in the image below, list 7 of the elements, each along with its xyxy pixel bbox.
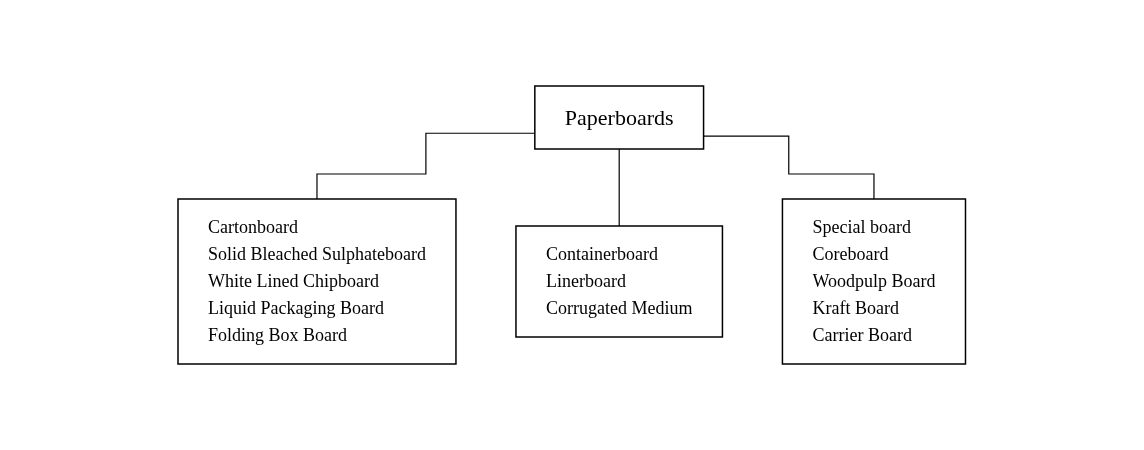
- node-box: Cartonboard Solid Bleached Sulphateboard White Lined Chipboard Liquid Packaging Board Folding Box Board: [177, 198, 457, 365]
- connector: [703, 135, 875, 200]
- node-box: Containerboard Linerboard Corrugated Medium: [515, 225, 724, 338]
- connector: [618, 148, 621, 227]
- connector: [316, 132, 536, 200]
- node-box: Paperboards: [534, 85, 705, 150]
- node-box: Special board Coreboard Woodpulp Board Kraft Board Carrier Board: [781, 198, 967, 365]
